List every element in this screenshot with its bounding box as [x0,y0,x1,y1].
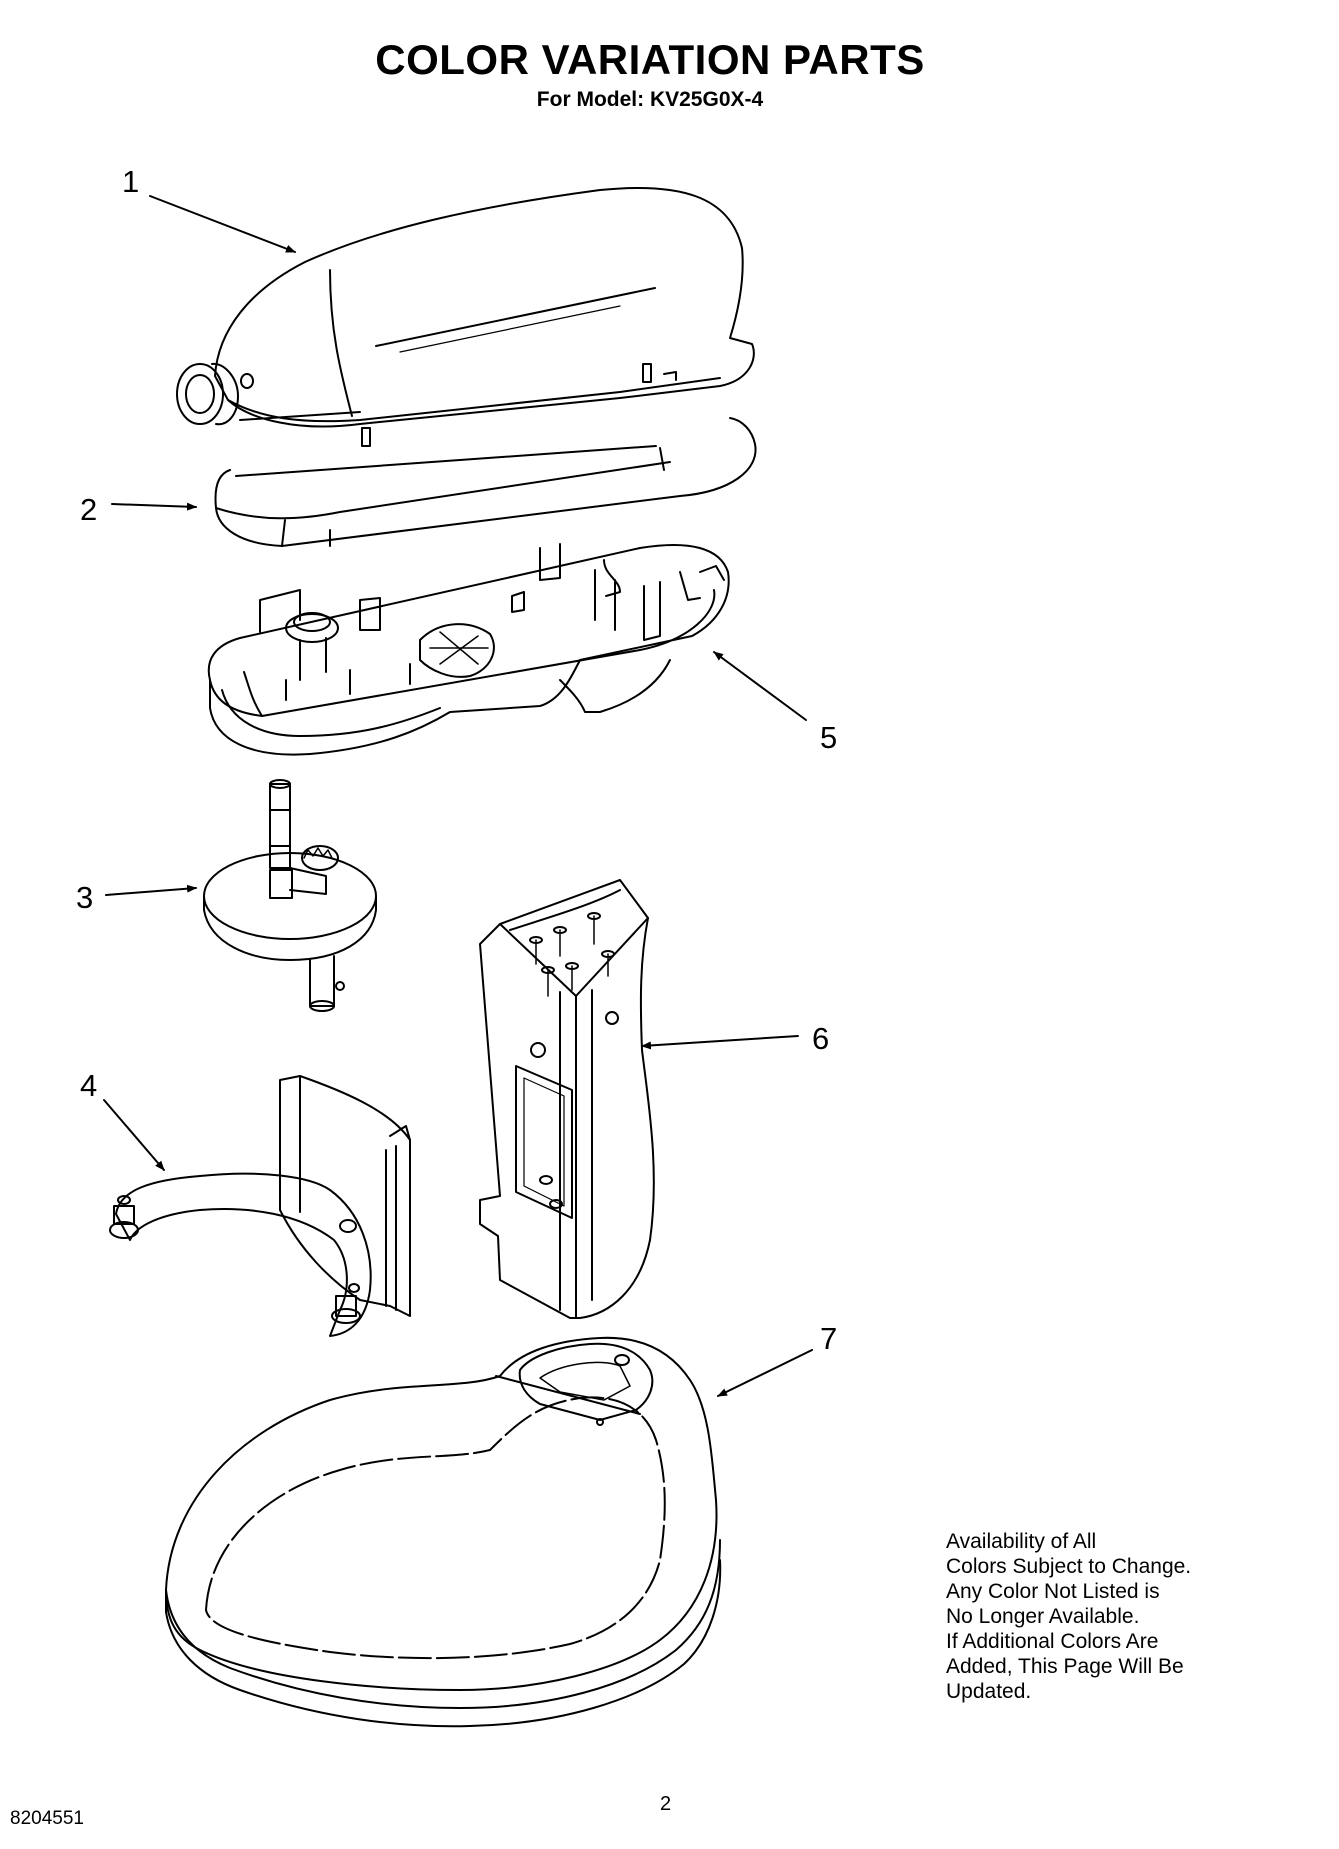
leader-arrow-5 [714,652,806,720]
leader-arrow-6 [642,1036,798,1050]
color-availability-note: Availability of All Colors Subject to Ch… [946,1529,1191,1704]
part-6-column [480,880,654,1318]
leader-arrow-4 [104,1100,164,1170]
note-line: Availability of All [946,1530,1097,1553]
page-number: 2 [660,1793,672,1815]
note-line: Colors Subject to Change. [946,1555,1192,1578]
note-line: If Additional Colors Are [946,1630,1159,1653]
callout-2: 2 [80,492,98,527]
callout-4: 4 [80,1068,98,1103]
part-1-head-cover [177,188,754,446]
model-subtitle: For Model: KV25G0X-4 [536,88,764,111]
callout-1: 1 [122,164,140,199]
leader-arrow-2 [112,502,196,511]
part-4-bowl-clamp [110,1076,410,1336]
document-number: 8204551 [10,1808,84,1829]
note-line: Added, This Page Will Be [946,1655,1184,1678]
part-5-motor-housing [209,544,729,755]
note-line: No Longer Available. [946,1605,1140,1628]
callout-5: 5 [820,720,838,755]
leader-arrow-7 [718,1350,812,1396]
callout-6: 6 [812,1021,830,1056]
note-line: Any Color Not Listed is [946,1580,1160,1603]
leader-arrow-3 [106,884,196,895]
leader-arrow-1 [150,196,295,252]
note-line: Updated. [946,1680,1032,1703]
page-title: COLOR VARIATION PARTS [375,36,925,83]
callout-7: 7 [820,1321,838,1356]
part-2-trim-band [216,418,756,546]
part-3-planetary-unit [204,780,376,1011]
part-7-base [166,1338,720,1726]
callout-3: 3 [76,880,94,915]
